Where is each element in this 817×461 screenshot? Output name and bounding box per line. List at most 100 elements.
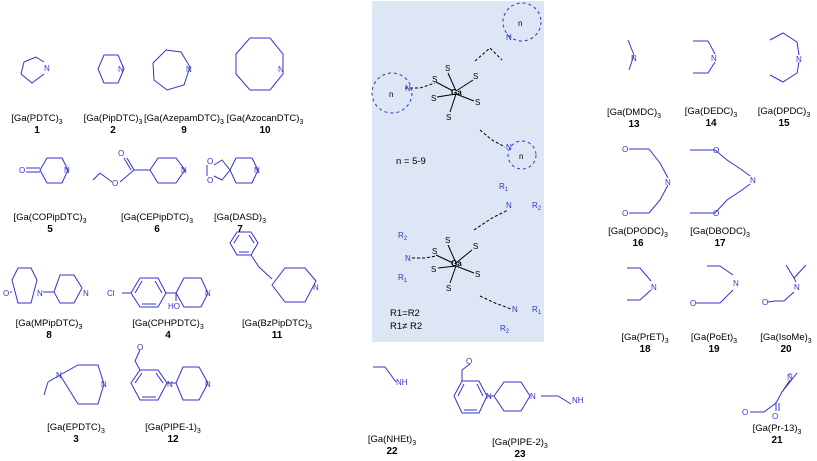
structure-epdtc <box>43 364 105 405</box>
compound-number: 12 <box>167 434 179 445</box>
compound-number: 21 <box>771 435 783 446</box>
atom-o: O <box>137 343 143 352</box>
atom-n: N <box>118 65 124 74</box>
compound-number: 1 <box>34 125 40 136</box>
r2-label: R2 <box>398 231 408 242</box>
r1-label: R1 <box>398 273 408 284</box>
atom-n: N <box>651 283 657 292</box>
atom-s: S <box>445 64 450 73</box>
compound-name: [Ga(NHEt)3 <box>367 434 417 447</box>
structure-azepamdtc <box>152 49 191 91</box>
structure-dasd <box>206 157 259 184</box>
compound-name: [Ga(CEPipDTC)3 <box>121 212 193 225</box>
atom-n: N <box>486 392 492 401</box>
atom-s: S <box>446 284 451 293</box>
structure-nhet <box>373 366 397 383</box>
atom-nh: NH <box>396 378 408 387</box>
compound-number: 17 <box>714 238 726 249</box>
compound-name: [Ga(DPDC)3 <box>757 106 811 119</box>
r1-label: R1 <box>532 305 542 316</box>
atom-n: N <box>506 201 512 210</box>
complex-r-labels: R1 R2 R2 R1 R1 R2 <box>398 182 542 335</box>
compound-number: 22 <box>386 446 398 457</box>
atom-o: O <box>207 157 213 166</box>
atom-n: N <box>787 373 793 382</box>
ring-size-n: n <box>389 90 393 99</box>
atom-n: N <box>181 166 187 175</box>
compound-name: [Ga(DPODC)3 <box>608 226 668 239</box>
structure-pdtc <box>20 56 45 84</box>
ring-size-n: n <box>519 152 523 161</box>
structure-dpodc <box>629 148 669 214</box>
atom-ho: HO <box>168 302 180 311</box>
compound-number: 19 <box>708 344 720 355</box>
r2-label: R2 <box>532 201 542 212</box>
compound-number: 4 <box>165 330 171 341</box>
atom-o: O <box>118 149 124 158</box>
atom-n: N <box>44 64 50 73</box>
compound-name: [Ga(BzPipDTC)3 <box>242 318 312 331</box>
atom-ga: Ga <box>451 88 462 97</box>
compound-name: [Ga(AzepamDTC)3 <box>144 113 224 126</box>
atom-o: O <box>622 145 628 154</box>
complex-generic-ring <box>371 2 542 170</box>
compound-name: [Ga(DBODC)3 <box>690 226 750 239</box>
ring-size-note: n = 5-9 <box>396 156 426 167</box>
compound-name: [Ga(DEDC)3 <box>684 106 738 119</box>
compound-name: [Ga(DMDC)3 <box>606 107 662 120</box>
structure-dpdc <box>769 32 800 83</box>
compound-number: 18 <box>639 344 651 355</box>
atom-o: O <box>112 179 118 188</box>
atom-n: N <box>186 65 192 74</box>
compound-name: [Ga(PIPE-1)3 <box>145 422 201 435</box>
atom-n: N <box>530 392 536 401</box>
atom-n: N <box>405 254 411 263</box>
compound-name: [Ga(PoEt)3 <box>690 332 738 345</box>
structure-pipe2 <box>453 363 572 414</box>
atom-o: O <box>713 209 719 218</box>
atom-n: N <box>56 371 62 380</box>
atom-n: N <box>506 33 512 42</box>
compound-number: 16 <box>632 238 644 249</box>
atom-n: N <box>512 305 518 314</box>
atom-s: S <box>473 72 478 81</box>
atom-n: N <box>64 166 70 175</box>
atom-s: S <box>475 270 480 279</box>
atom-n: N <box>313 283 319 292</box>
compound-number: 7 <box>237 224 243 235</box>
atom-n: N <box>506 143 512 152</box>
atom-o: O <box>742 408 748 417</box>
compound-name: [Ga(MPipDTC)3 <box>15 318 83 331</box>
compound-number: 5 <box>47 224 53 235</box>
atom-labels: N N N N N O N O O N O O O N N Cl HO N N … <box>3 54 802 421</box>
compound-name: [Ga(PrET)3 <box>621 332 669 345</box>
atom-o: O <box>713 146 719 155</box>
atom-n: N <box>750 176 756 185</box>
compound-name: [Ga(COPipDTC)3 <box>13 212 87 225</box>
atom-o: O <box>466 357 472 366</box>
structure-dmdc <box>627 39 635 71</box>
atom-o: O <box>690 299 696 308</box>
compound-name: [Ga(PIPE-2)3 <box>492 437 548 450</box>
atom-n: N <box>405 84 411 93</box>
atom-n: N <box>37 289 43 298</box>
compound-number: 15 <box>778 118 790 129</box>
compound-name: [Ga(Pr-13)3 <box>752 423 802 436</box>
atom-s: S <box>431 265 436 274</box>
structure-copipdtc <box>26 157 69 184</box>
